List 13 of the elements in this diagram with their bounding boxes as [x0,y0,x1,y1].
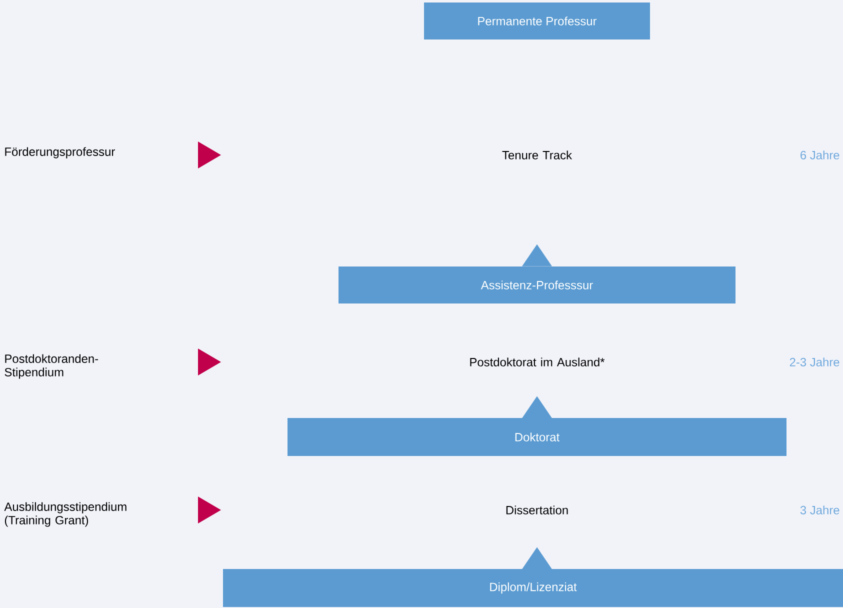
arrow [522,396,552,418]
duration-label: 6 Jahre [800,150,840,160]
duration-label: 2-3 Jahre [790,358,840,366]
funding-label: Postdoktoranden-Stipendium [4,354,98,379]
duration-label: 3 Jahre [800,506,840,514]
funding-label: Förderungsprofessur [5,147,115,158]
stage-label: Postdoktorat im Ausland* [470,358,605,366]
arrow [522,547,552,570]
stage-label: Dissertation [506,506,568,514]
stage-label: Tenure Track [502,150,572,160]
step-bar: Permanente Professur [424,2,650,40]
funding-label: Ausbildungsstipendium (Training Grant) [4,502,126,527]
arrow [522,244,552,266]
